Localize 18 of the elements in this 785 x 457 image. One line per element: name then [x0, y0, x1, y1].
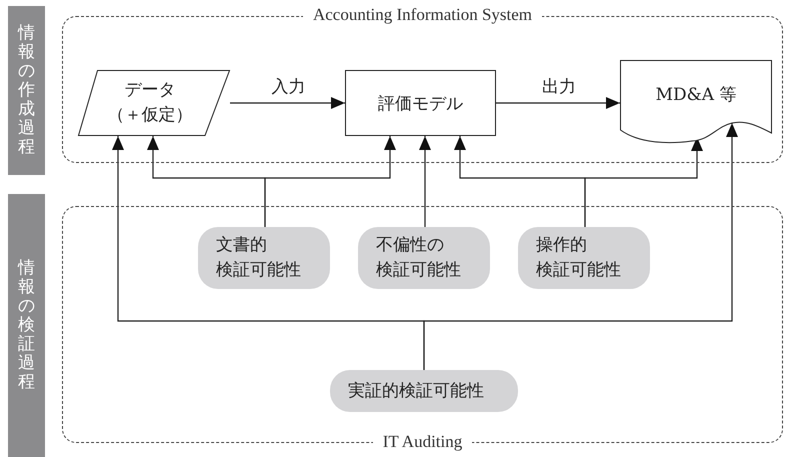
- arrow: [423, 123, 738, 370]
- band-label: 情報の検証過程: [18, 258, 36, 392]
- arrow: [230, 97, 345, 109]
- data-parallelogram: データ（＋仮定）: [78, 70, 230, 136]
- arrow: [264, 136, 396, 227]
- side-band: [8, 6, 45, 175]
- arrow: [419, 136, 431, 227]
- arrow: [496, 97, 620, 109]
- rounded-label: 実証的検証可能性: [330, 370, 518, 412]
- document-shape: MD&A 等: [620, 60, 772, 146]
- rounded-label: 不偏性の検証可能性: [358, 227, 490, 289]
- process-box: 評価モデル: [345, 70, 496, 136]
- band-label: 情報の作成過程: [18, 24, 36, 158]
- region-title: Accounting Information System: [302, 5, 542, 24]
- rounded-label: 文書的検証可能性: [198, 227, 330, 289]
- side-band: [8, 194, 45, 457]
- rounded-label: 操作的検証可能性: [518, 227, 650, 289]
- region-title: IT Auditing: [372, 432, 472, 451]
